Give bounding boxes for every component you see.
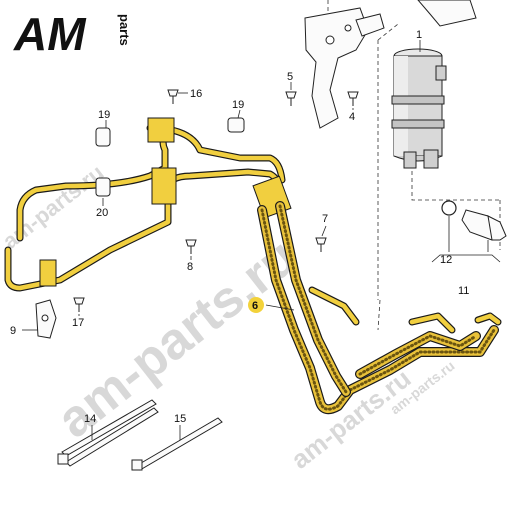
logo-am-text: AM [13,8,87,60]
watermark-text-3: am-parts.ru [285,363,416,475]
callout-4: 4 [349,111,355,123]
small-bracket [417,0,477,27]
callout-20: 20 [96,207,108,219]
callout-16: 16 [190,88,202,100]
pressure-switch [441,200,507,241]
bushing-19-left [95,127,111,147]
callout-19-left: 19 [98,109,110,121]
callout-5: 5 [287,71,293,83]
callout-1: 1 [416,29,422,41]
callout-9: 9 [10,325,16,337]
leader-lines [22,40,489,440]
callout-17: 17 [72,317,84,329]
bolt-4 [347,91,359,106]
watermark-text-1: am-parts.ru [0,160,108,254]
bushing-19-right [227,117,245,133]
bolt-17 [73,297,85,312]
callout-6: 6 [252,300,258,312]
bracket-plate-9 [35,299,57,339]
bolt-16 [167,89,179,104]
callout-8: 8 [187,261,193,273]
cable-tie-15 [131,417,223,471]
receiver-drier [391,48,447,169]
bracket-11-12 [431,254,501,263]
logo-parts-text: parts [117,14,132,46]
bolt-5 [285,91,297,106]
hose-assembly [257,201,502,415]
bushing-20 [95,177,111,197]
callout-19-right: 19 [232,99,244,111]
callout-11: 11 [458,285,469,297]
callout-labels: 1 4 5 6 7 8 9 11 12 14 15 16 17 19 19 20 [10,29,469,425]
callout-14: 14 [84,413,96,425]
callout-15: 15 [174,413,186,425]
callout-7: 7 [322,213,328,225]
callout-6-highlight [248,297,264,313]
bolt-8 [185,239,197,254]
watermark-group: am-parts.ru am-parts.ru am-parts.ru am-p… [0,160,458,475]
callout-12: 12 [440,254,452,266]
bolt-7 [315,237,327,252]
cable-ties-14 [57,399,159,467]
mounting-bracket [304,7,385,129]
am-parts-logo: AM parts [13,8,132,60]
